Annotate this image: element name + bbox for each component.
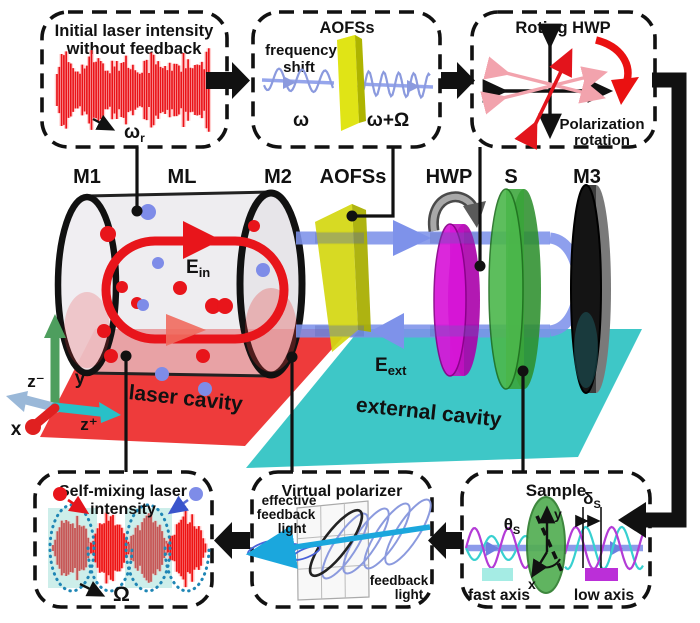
mini-slab-side <box>355 35 366 123</box>
polarization-caption-2: rotation <box>574 132 630 149</box>
aofs-content: AOFSs frequency shift ω ω+Ω <box>261 19 434 131</box>
sample-disk <box>488 188 541 390</box>
red-polarization-arrow <box>514 48 573 150</box>
e-in-ring <box>101 236 289 344</box>
callout-dots <box>120 205 529 377</box>
x-axis-arrow <box>31 403 60 429</box>
svg-text:feedback: feedback <box>257 507 316 522</box>
low-axis-label: low axis <box>574 587 634 604</box>
flow-arrow-5-4 <box>214 522 250 559</box>
fast-axis-label: fast axis <box>468 587 530 604</box>
frequency-shift-1: frequency <box>265 42 337 59</box>
hwp-disk <box>427 191 486 377</box>
sample-waves <box>464 525 645 571</box>
callout-connectors <box>124 147 525 472</box>
rotating-hwp-content: Roting HWP Polarization rotation <box>480 19 645 150</box>
low-axis-swatch <box>585 568 618 581</box>
slow-axis-dashed-line <box>535 515 565 575</box>
gain-dots-blue <box>137 204 270 396</box>
mini-slab-front <box>337 35 359 131</box>
aofs-waves <box>263 67 431 100</box>
mirror-m3-disk <box>570 184 611 394</box>
flow-arrow-6-5 <box>428 522 462 559</box>
omega-r-pointer <box>92 114 116 131</box>
sample-content: Sample y x θS δS fast axis low axis <box>464 481 645 604</box>
mirror-m2-disk <box>236 189 306 379</box>
omega-out-label: ω+Ω <box>367 110 409 131</box>
frequency-shift-2: shift <box>283 59 315 76</box>
ring-lower-arrowhead <box>166 314 206 346</box>
omega-r-label: ωr <box>124 122 145 145</box>
feedback-light-text: feedback light <box>370 573 429 602</box>
theta-arc <box>535 558 561 569</box>
effective-feedback-text: effective feedback light <box>257 493 317 536</box>
fast-axis-swatch <box>482 568 513 581</box>
flow-arrows <box>206 62 687 559</box>
label-hwp: HWP <box>426 166 473 188</box>
beam-return-arrowhead <box>371 313 404 349</box>
omega-label: Ω <box>113 583 130 606</box>
z-plus-label: z⁺ <box>80 415 97 434</box>
label-ml: ML <box>168 166 197 188</box>
virtual-polarizer-title: Virtual polarizer <box>282 483 403 500</box>
aofs-box <box>251 10 442 149</box>
label-m1: M1 <box>73 166 101 188</box>
rotation-curved-arrow <box>594 36 632 86</box>
label-aofss: AOFSs <box>320 166 387 188</box>
label-m3: M3 <box>573 166 601 188</box>
self-mixing-title-2: intensity <box>90 501 156 518</box>
selected-polarization-ellipse <box>308 508 364 578</box>
initial-title-1: Initial laser intensity <box>55 22 214 40</box>
sample-y-label: y <box>554 506 562 522</box>
external-cavity-floor <box>246 329 642 468</box>
omega-in-label: ω <box>293 110 309 131</box>
sample-x-label: x <box>528 576 536 592</box>
blue-dot-legend <box>189 487 203 501</box>
intracavity-field: Ein <box>97 204 289 396</box>
initial-waveform <box>54 48 212 132</box>
beam-forward-arrowhead <box>393 220 431 256</box>
self-mixing-box <box>33 470 214 609</box>
svg-text:light: light <box>278 521 307 536</box>
label-s: S <box>504 166 517 188</box>
initial-intensity-content: Initial laser intensity without feedback… <box>55 22 214 145</box>
svg-text:light: light <box>395 587 424 602</box>
flow-elbow-3-6 <box>646 72 687 528</box>
initial-title-2: without feedback <box>66 40 203 58</box>
polarization-caption-1: Polarization <box>559 116 644 133</box>
ring-arrowhead <box>183 221 221 259</box>
self-mixing-content: Self-mixing laser intensity Ω <box>48 483 211 606</box>
flow-arrow-2-3 <box>441 62 475 99</box>
z-minus-label: z⁻ <box>27 372 44 391</box>
delta-s-label: δS <box>583 489 601 511</box>
rotating-hwp-title: Roting HWP <box>515 19 610 37</box>
y-axis-label: y <box>75 368 86 389</box>
x-axis-label: x <box>11 419 22 440</box>
label-m2: M2 <box>264 166 292 188</box>
effective-feedback-arrow <box>245 524 431 569</box>
sample-title: Sample <box>526 481 586 500</box>
self-mixing-title-1: Self-mixing laser <box>59 483 187 500</box>
flow-elbow-arrowhead <box>618 502 646 538</box>
red-dot-legend <box>53 487 67 501</box>
virtual-polarizer-content: Virtual polarizer effective feedback lig… <box>245 483 432 602</box>
aofs-slab <box>315 204 371 352</box>
gain-dots-red <box>97 220 260 363</box>
theta-s-label: θS <box>504 515 521 537</box>
omega-pointer <box>79 581 106 597</box>
svg-text:feedback: feedback <box>370 573 429 588</box>
sample-x-arrow <box>531 551 549 579</box>
svg-text:effective: effective <box>262 493 317 508</box>
component-labels: M1 ML M2 AOFSs HWP S M3 <box>73 166 601 188</box>
aofs-title: AOFSs <box>319 19 374 37</box>
coordinate-axes: z⁻ y z⁺ x <box>6 314 121 440</box>
flow-arrow-1-2 <box>206 62 250 99</box>
initial-intensity-box <box>40 10 229 149</box>
e-ext-label: Eext <box>375 355 407 378</box>
e-in-label: Ein <box>186 257 210 280</box>
z-plus-arrow <box>50 402 105 417</box>
